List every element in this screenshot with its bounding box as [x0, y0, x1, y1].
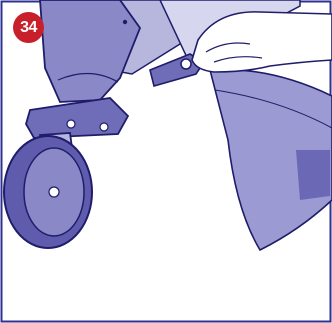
step-number-badge: 34: [13, 12, 44, 43]
joint-rivet: [123, 20, 127, 24]
seat-mesh: [296, 150, 330, 200]
caster-pin: [100, 123, 108, 131]
lever-button: [181, 59, 191, 69]
caster-pin: [67, 120, 75, 128]
wheel-axle: [49, 187, 59, 197]
